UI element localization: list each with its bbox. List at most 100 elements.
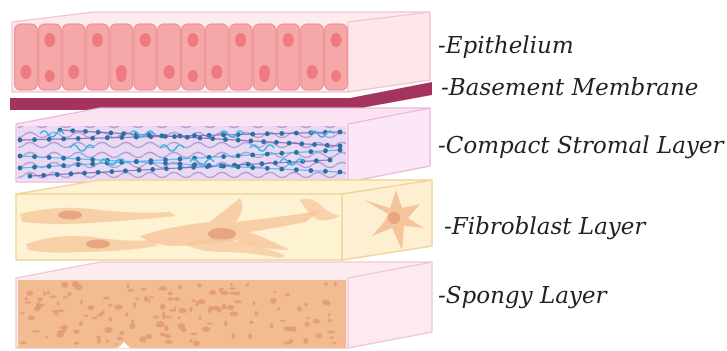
spongy-pore — [25, 301, 31, 303]
spongy-pore — [273, 291, 276, 293]
spongy-pore — [167, 298, 174, 301]
spongy-pore — [221, 307, 229, 309]
spongy-pore — [119, 331, 124, 335]
spongy-pore — [224, 321, 228, 326]
spongy-pore — [313, 319, 320, 324]
spongy-pore — [97, 338, 101, 343]
spongy-pore — [160, 304, 166, 310]
spongy-pore — [216, 307, 221, 313]
stromal-bead — [265, 152, 270, 157]
spongy-pore — [139, 336, 146, 342]
stromal-bead — [18, 166, 23, 171]
spongy-pore — [303, 338, 308, 344]
stromal-bead — [109, 131, 114, 136]
stromal-bead — [90, 162, 95, 167]
stromal-bead — [287, 141, 292, 146]
spongy-pore — [193, 341, 199, 347]
stromal-bead — [299, 141, 304, 146]
stromal-bead — [76, 157, 81, 162]
label-spongy-layer: -Spongy Layer — [438, 285, 607, 308]
fibroblast-layer — [16, 180, 432, 260]
spongy-pore — [159, 286, 168, 290]
spongy-pore — [127, 289, 134, 292]
spongy-pore — [197, 284, 201, 288]
spongy-pore — [207, 322, 213, 324]
label-epithelium: -Epithelium — [438, 35, 574, 58]
stromal-bead — [61, 137, 66, 142]
spongy-pore — [330, 336, 334, 339]
stromal-bead — [163, 161, 168, 166]
stromal-bead — [207, 163, 212, 168]
spongy-pore — [103, 297, 110, 300]
stromal-bead — [70, 128, 75, 133]
spongy-pore — [84, 315, 88, 317]
epithelial-nucleus — [116, 70, 126, 82]
stromal-bead — [261, 139, 266, 144]
spongy-pore — [133, 302, 136, 308]
spongy-pore — [327, 330, 335, 333]
stromal-bead — [309, 149, 314, 154]
fibroblast-nucleus — [388, 212, 400, 224]
spongy-pore — [163, 335, 168, 337]
epithelial-nucleus — [187, 33, 198, 47]
stromal-bead — [18, 154, 23, 159]
spongy-pore — [334, 282, 337, 287]
spongy-pore — [45, 336, 48, 338]
spongy-front-face — [18, 280, 346, 348]
spongy-pore — [230, 311, 238, 316]
spongy-pore — [156, 325, 163, 327]
stromal-bead — [185, 135, 190, 140]
epithelial-nucleus — [164, 65, 175, 79]
stromal-bead — [172, 134, 177, 139]
spongy-pore — [254, 311, 258, 316]
epithelial-nucleus — [283, 33, 294, 47]
stromal-bead — [96, 170, 101, 175]
spongy-pore — [43, 291, 46, 296]
stromal-bead — [246, 162, 251, 167]
stromal-bead — [109, 169, 114, 174]
spongy-pore — [198, 299, 206, 304]
stromal-bead — [250, 165, 255, 170]
spongy-pore — [67, 292, 71, 296]
spongy-pore — [91, 317, 97, 320]
spongy-pore — [96, 336, 101, 339]
epithelium-layer — [12, 12, 430, 92]
spongy-pore — [28, 315, 35, 320]
spongy-pore — [198, 316, 201, 320]
spongy-pore — [148, 299, 150, 303]
spongy-pore — [37, 297, 43, 301]
spongy-pore — [270, 298, 277, 304]
stromal-bead — [210, 136, 215, 141]
spongy-pore — [54, 312, 59, 315]
stromal-bead — [309, 168, 314, 173]
spongy-pore — [108, 304, 112, 307]
stromal-bead — [250, 132, 255, 137]
label-basement-membrane: -Basement Membrane — [441, 77, 698, 100]
spongy-pore — [79, 321, 83, 326]
epithelial-nucleus — [44, 33, 55, 47]
stromal-bead — [69, 171, 74, 176]
spongy-pore — [179, 308, 187, 313]
stromal-bead — [221, 154, 226, 159]
epithelial-nucleus — [331, 70, 341, 82]
stromal-bead — [18, 138, 23, 143]
stromal-bead — [47, 155, 52, 160]
stromal-bead — [221, 164, 226, 169]
stromal-bead — [236, 153, 241, 158]
spongy-pore — [26, 291, 33, 296]
spongy-pore — [153, 315, 160, 318]
spongy-pore — [230, 283, 233, 286]
spongy-pore — [135, 298, 139, 301]
epithelial-nucleus — [92, 33, 103, 47]
spongy-pore — [19, 312, 24, 314]
epithelial-nucleus — [235, 33, 246, 47]
spongy-pore — [253, 301, 256, 305]
spongy-pore — [190, 333, 198, 336]
spongy-pore — [246, 283, 249, 286]
spongy-layer — [16, 262, 432, 348]
spongy-pore — [63, 296, 68, 298]
stromal-bead — [28, 174, 33, 179]
spongy-pore — [297, 306, 302, 311]
spongy-pore — [285, 293, 290, 297]
